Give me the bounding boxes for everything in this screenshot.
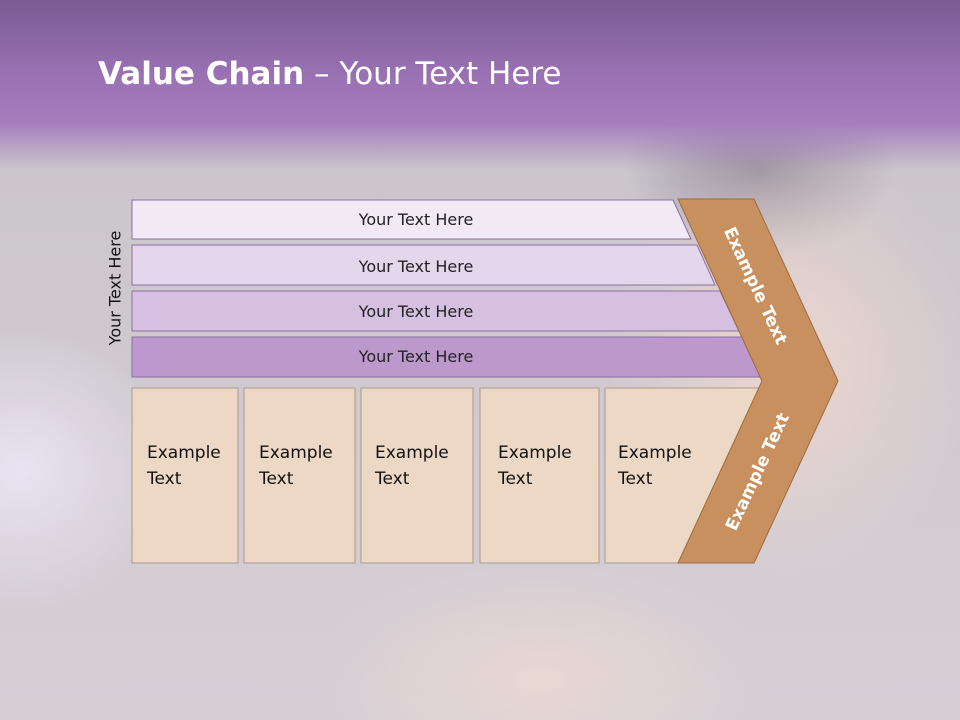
bar-2-label: Your Text Here bbox=[358, 257, 474, 276]
column-4-line1: Example bbox=[498, 443, 572, 463]
column-3-line2: Text bbox=[375, 469, 410, 489]
bar-1[interactable] bbox=[131, 199, 692, 240]
column-1-text: Example Text bbox=[147, 440, 221, 492]
column-1-line1: Example bbox=[147, 443, 221, 463]
column-4[interactable] bbox=[479, 387, 600, 564]
column-1[interactable] bbox=[131, 387, 239, 564]
column-2-line2: Text bbox=[259, 469, 294, 489]
column-1-line2: Text bbox=[147, 469, 182, 489]
title-bold: Value Chain bbox=[98, 56, 305, 92]
column-3-line1: Example bbox=[375, 443, 449, 463]
column-4-line2: Text bbox=[498, 469, 533, 489]
column-2[interactable] bbox=[243, 387, 356, 564]
title-rest: – Your Text Here bbox=[304, 56, 562, 92]
column-5-line2: Text bbox=[618, 469, 653, 489]
column-3[interactable] bbox=[360, 387, 474, 564]
column-2-text: Example Text bbox=[259, 440, 333, 492]
column-4-text: Example Text bbox=[498, 440, 572, 492]
column-5-text: Example Text bbox=[618, 440, 692, 492]
bar-1-label: Your Text Here bbox=[358, 210, 474, 229]
bar-3-label: Your Text Here bbox=[358, 302, 474, 321]
chevron-shape[interactable] bbox=[677, 198, 839, 564]
bar-2[interactable] bbox=[131, 244, 716, 286]
column-5-line1: Example bbox=[618, 443, 692, 463]
bar-4-label: Your Text Here bbox=[358, 347, 474, 366]
column-2-line1: Example bbox=[259, 443, 333, 463]
column-3-text: Example Text bbox=[375, 440, 449, 492]
slide-title[interactable]: Value Chain – Your Text Here bbox=[98, 52, 561, 96]
title-band bbox=[0, 0, 960, 170]
